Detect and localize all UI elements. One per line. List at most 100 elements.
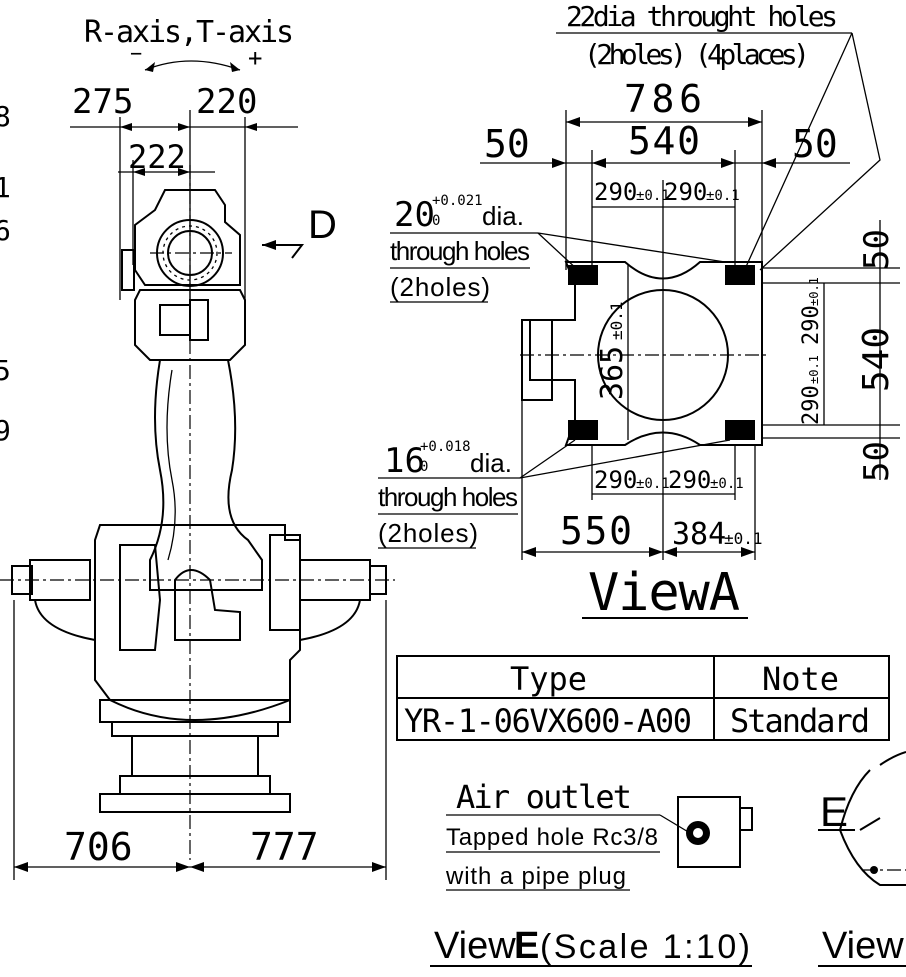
view-d-marker: D bbox=[262, 203, 337, 259]
arrow-head bbox=[762, 158, 776, 168]
arrow-head bbox=[592, 158, 606, 168]
hole-cluster bbox=[568, 420, 598, 440]
table-header-type: Type bbox=[510, 660, 587, 698]
base-foot bbox=[99, 793, 291, 813]
margin-digit: 9 bbox=[0, 414, 11, 447]
rotation-minus: − bbox=[130, 41, 142, 65]
view-e-marker: E View bbox=[818, 751, 906, 967]
cut-shape bbox=[838, 769, 906, 886]
dim-222: 222 bbox=[128, 138, 186, 176]
margin-digit: 1 bbox=[0, 171, 11, 204]
air-outlet-tab bbox=[739, 807, 753, 831]
arrow-head bbox=[522, 547, 536, 557]
holes-22-line1: 22dia throught holes bbox=[566, 0, 838, 33]
dim-290-bottom-b: 290 bbox=[668, 466, 711, 494]
forearm-detail bbox=[189, 299, 209, 341]
cut-point bbox=[870, 866, 878, 874]
arrow-head bbox=[566, 117, 580, 127]
dim-50-left: 50 bbox=[484, 122, 530, 166]
hole-20-line2: through holes bbox=[390, 236, 530, 266]
base-plate bbox=[119, 775, 271, 795]
hole-16-dia: 16 bbox=[384, 441, 425, 481]
tol: ±0.1 bbox=[807, 355, 821, 384]
hole-20-suffix: dia. bbox=[482, 201, 524, 231]
tol: ±0.1 bbox=[807, 277, 821, 306]
dim-777: 777 bbox=[250, 825, 319, 869]
arrow-head bbox=[190, 862, 204, 872]
leader-16b bbox=[519, 439, 731, 479]
dim-706: 706 bbox=[64, 825, 133, 869]
left-margin-digits: 8 1 6 5 9 bbox=[0, 100, 11, 447]
dim-290-side-b: 290 bbox=[799, 385, 824, 425]
tol: ±0.1 bbox=[710, 476, 744, 492]
dim-365: 365 bbox=[595, 346, 630, 400]
dim-290-bottom-a: 290 bbox=[594, 466, 637, 494]
marker-e-arrow bbox=[859, 817, 881, 831]
marker-e-letter: E bbox=[820, 788, 848, 835]
air-outlet-hole-inner bbox=[693, 828, 703, 838]
body-center-detail bbox=[174, 569, 241, 641]
dim-540: 540 bbox=[628, 119, 700, 163]
forearm-detail bbox=[159, 304, 191, 336]
arrow-head bbox=[120, 123, 132, 131]
base-curve bbox=[109, 699, 291, 721]
type-table: Type Note YR-1-06VX600-A00 Standard bbox=[396, 655, 890, 741]
wrist-side-motor bbox=[121, 249, 135, 291]
view-d-label: D bbox=[308, 203, 337, 247]
arrow-head bbox=[176, 862, 190, 872]
arrow-head bbox=[721, 158, 735, 168]
tol: ±0.1 bbox=[724, 529, 763, 548]
cut-shape-top bbox=[879, 751, 906, 766]
rotation-annotation: R-axis,T-axis − + bbox=[84, 15, 294, 72]
leader-16 bbox=[519, 439, 576, 479]
base-pedestal bbox=[131, 735, 259, 777]
base-ring bbox=[111, 721, 279, 737]
dim-50-side-bottom: 50 bbox=[857, 441, 897, 482]
body-left-detail bbox=[119, 544, 162, 651]
hole-20-tol-lower: 0 bbox=[432, 213, 440, 229]
tol: ±0.1 bbox=[706, 188, 740, 204]
arrow-head bbox=[552, 158, 566, 168]
view-e-title-scale: (Scale 1:10) bbox=[540, 928, 750, 966]
view-e-title-view: View bbox=[434, 925, 516, 967]
hole-16-line3: (2holes) bbox=[378, 518, 478, 548]
holes-22-line2: (2holes) (4places) bbox=[584, 38, 810, 71]
dim-384: 384 bbox=[672, 517, 726, 552]
hole-20-tol-upper: +0.021 bbox=[432, 193, 483, 209]
front-top-dimensions: 275 220 222 bbox=[70, 82, 298, 300]
arrow-head bbox=[14, 862, 28, 872]
rotation-arrow-arc bbox=[144, 60, 241, 71]
wrist-housing bbox=[134, 189, 241, 286]
hole-cluster bbox=[725, 265, 755, 285]
arrow-head bbox=[245, 123, 257, 131]
upper-arm bbox=[149, 359, 263, 591]
hole-16-suffix: dia. bbox=[470, 448, 512, 478]
right-motor-flange bbox=[269, 534, 301, 631]
dim-786: 786 bbox=[624, 77, 702, 121]
table-cell-type: YR-1-06VX600-A00 bbox=[404, 702, 692, 740]
dim-275: 275 bbox=[72, 82, 133, 122]
rotation-arrow-head-left bbox=[145, 62, 155, 72]
arrow-head bbox=[178, 168, 190, 176]
dim-290-side-a: 290 bbox=[799, 305, 824, 345]
rotation-plus: + bbox=[248, 44, 262, 72]
rotation-arrow-head-right bbox=[230, 62, 240, 72]
dim-50-side-top: 50 bbox=[857, 229, 897, 270]
tol: ±0.1 bbox=[636, 476, 670, 492]
cable bbox=[299, 599, 361, 641]
cable bbox=[34, 599, 96, 641]
base-upper bbox=[99, 699, 291, 723]
rotation-label: R-axis,T-axis bbox=[84, 15, 294, 50]
dim-50-right: 50 bbox=[792, 122, 838, 166]
hole-20-line3: (2holes) bbox=[390, 272, 490, 302]
arrow-head bbox=[663, 547, 677, 557]
table-header-note: Note bbox=[762, 660, 839, 698]
hole-cluster bbox=[725, 420, 755, 440]
tol: ±0.1 bbox=[636, 188, 670, 204]
air-outlet-line3: with a pipe plug bbox=[445, 863, 626, 890]
hole-cluster bbox=[568, 265, 598, 285]
view-a: 22dia throught holes (2holes) (4places) … bbox=[378, 0, 900, 623]
upper-arm-edge bbox=[166, 369, 176, 561]
base-plate-tab bbox=[521, 319, 553, 401]
